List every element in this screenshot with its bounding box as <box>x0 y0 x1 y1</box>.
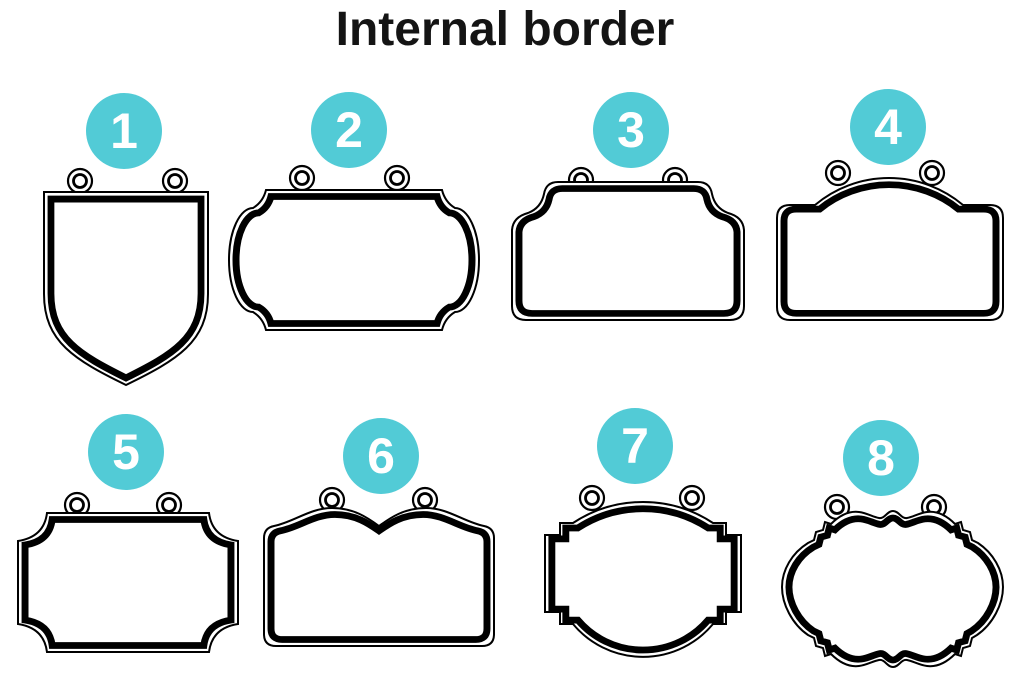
option-1-badge: 1 <box>86 93 162 169</box>
badge-number: 8 <box>867 430 895 486</box>
badge-number: 3 <box>617 102 645 158</box>
ornate-vintage-frame-sign-icon <box>781 482 1008 670</box>
hanging-ring-icon <box>288 164 316 192</box>
hanging-ring-icon <box>161 167 189 195</box>
option-7-badge: 7 <box>597 408 673 484</box>
scooped-corner-rectangle-sign-icon <box>13 486 242 656</box>
outer-contour <box>781 510 1004 668</box>
badge-number: 2 <box>335 102 363 158</box>
option-8-badge: 8 <box>843 420 919 496</box>
double-arch-top-rectangle-sign-icon <box>258 482 500 650</box>
hanging-ring-icon <box>578 484 606 512</box>
notched-top-rectangle-sign-icon <box>506 164 750 326</box>
hanging-ring-icon <box>918 159 946 187</box>
page-title: Internal border <box>335 3 675 56</box>
hanging-ring-icon <box>678 484 706 512</box>
arched-top-rectangle-sign-icon <box>773 158 1007 326</box>
badge-number: 6 <box>367 428 395 484</box>
hanging-ring-icon <box>383 164 411 192</box>
option-3-badge: 3 <box>593 92 669 168</box>
badge-number: 4 <box>874 99 902 155</box>
hanging-ring-icon <box>66 167 94 195</box>
outer-contour <box>776 177 1004 321</box>
outer-contour <box>43 191 209 386</box>
option-4-badge: 4 <box>850 89 926 165</box>
bracket-label-sign-icon <box>226 164 482 334</box>
shield-sign-icon <box>41 166 211 390</box>
hanging-ring-icon <box>824 159 852 187</box>
outer-contour <box>17 512 239 653</box>
badge-number: 5 <box>112 424 140 480</box>
option-2-badge: 2 <box>311 92 387 168</box>
stepped-oval-sign-icon <box>538 478 748 662</box>
option-5-badge: 5 <box>88 414 164 490</box>
badge-number: 7 <box>621 418 649 474</box>
badge-number: 1 <box>110 103 138 159</box>
option-6-badge: 6 <box>343 418 419 494</box>
